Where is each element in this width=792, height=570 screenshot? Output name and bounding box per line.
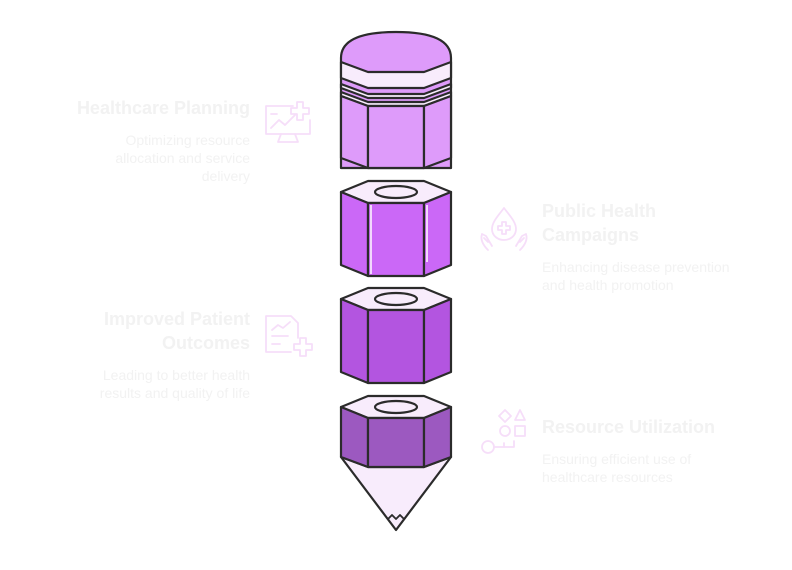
segment-1-face-front: [366, 201, 426, 278]
item-4-description-line: Ensuring efficient use of: [542, 451, 692, 467]
segment-3-face-right: [422, 405, 453, 469]
item-1-description-line: delivery: [201, 168, 250, 184]
pencil-eraser: [339, 30, 453, 170]
item-1-description-line: allocation and service: [115, 150, 250, 166]
item-3-title-line: Improved Patient: [103, 309, 250, 329]
segment-1-hole: [373, 184, 419, 200]
segment-3-face-left: [339, 405, 370, 469]
pencil-segment-2: [339, 286, 453, 385]
item-2-description-line: Enhancing disease prevention: [542, 259, 730, 275]
eraser-face-front: [366, 104, 426, 170]
segment-3-hole: [373, 399, 419, 415]
item-1-description: Optimizing resource allocation and servi…: [60, 131, 250, 185]
item-3-description-line: results and quality of life: [99, 385, 250, 401]
segment-1-face-right: [422, 190, 453, 278]
monitor-chart-plus-icon: [265, 101, 311, 143]
item-3-description-line: Leading to better health: [102, 367, 250, 383]
item-1-title: Healthcare Planning: [76, 98, 250, 118]
item-2-title: Public Health Campaigns: [542, 199, 762, 247]
item-4-title: Resource Utilization: [542, 417, 716, 437]
segment-1-face-left: [339, 190, 370, 278]
pencil-segment-3: [339, 394, 453, 532]
pencil-segment-1: [339, 179, 453, 278]
item-3-title-line: Outcomes: [161, 333, 250, 353]
shapes-key-icon: [481, 409, 526, 454]
item-3-description: Leading to better health results and qua…: [40, 366, 250, 402]
item-1-description-line: Optimizing resource: [125, 132, 251, 148]
segment-2-hole: [373, 291, 419, 307]
segment-3-face-front: [366, 416, 426, 469]
ferrule-band-2: [339, 82, 453, 100]
pencil-tip-lead: [387, 514, 405, 520]
item-2-description: Enhancing disease prevention and health …: [542, 258, 772, 294]
segment-2-face-left: [339, 297, 370, 385]
item-4-description: Ensuring efficient use of healthcare res…: [542, 450, 772, 486]
segment-2-face-right: [422, 297, 453, 385]
document-chart-plus-icon: [265, 315, 313, 357]
eraser-face-right: [422, 94, 453, 170]
item-2-description-line: and health promotion: [542, 277, 674, 293]
item-3-title: Improved Patient Outcomes: [40, 307, 250, 355]
item-2-title-line: Campaigns: [542, 225, 640, 245]
item-4-description-line: healthcare resources: [542, 469, 673, 485]
segment-2-face-front: [366, 308, 426, 385]
hands-drop-plus-icon: [480, 207, 528, 251]
eraser-face-left: [339, 94, 370, 170]
ferrule-band-1: [339, 60, 453, 90]
item-2-title-line: Public Health: [542, 201, 657, 221]
